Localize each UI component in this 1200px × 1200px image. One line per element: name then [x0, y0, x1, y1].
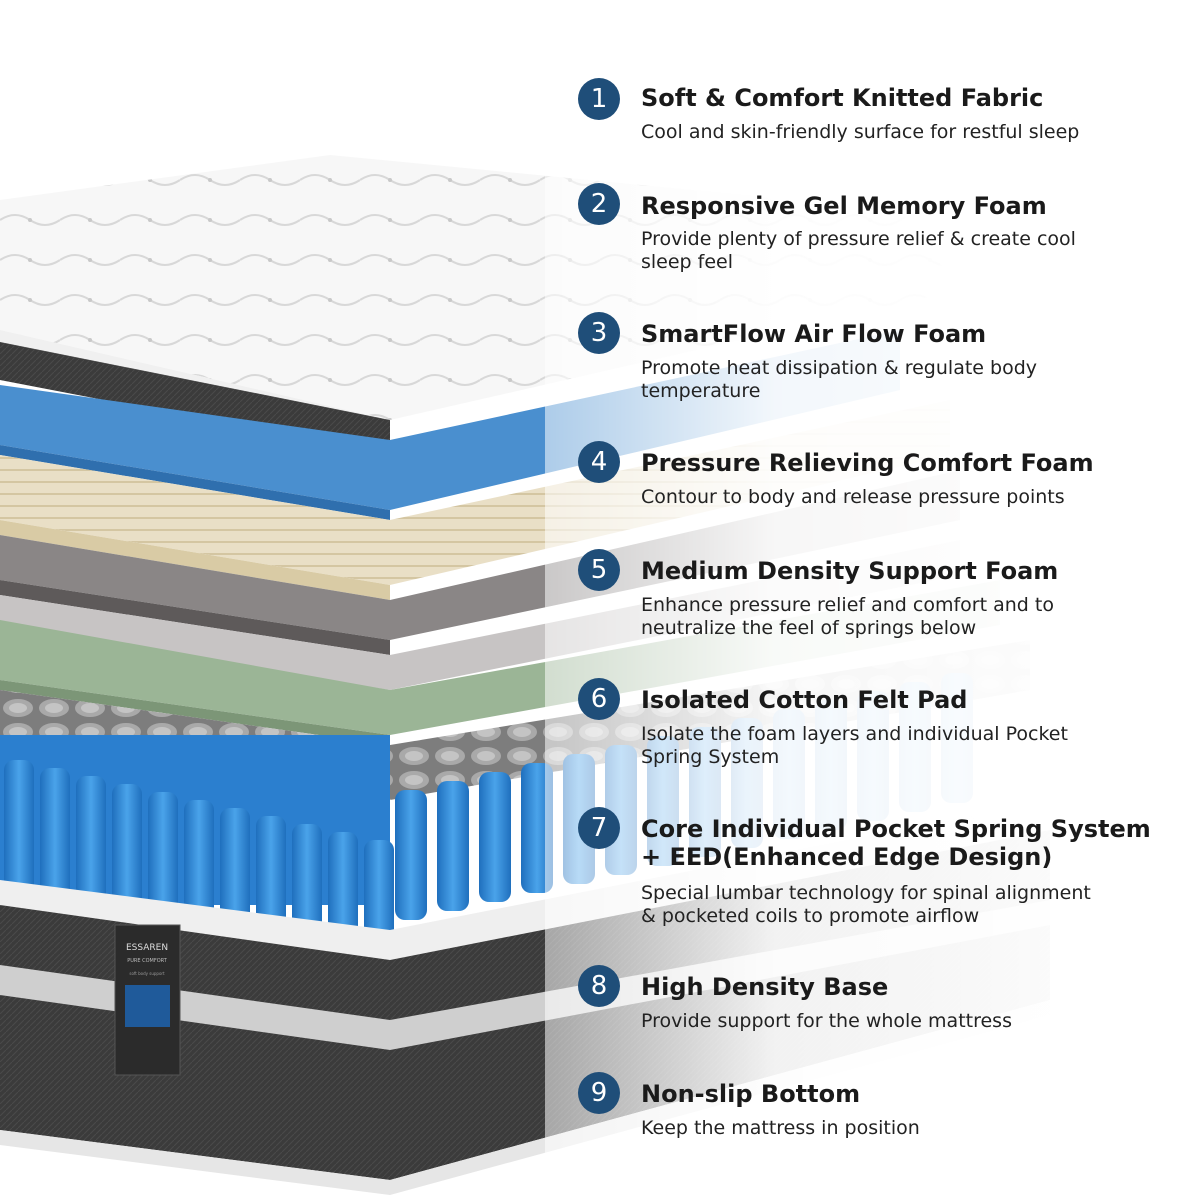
pocket-spring [328, 832, 358, 949]
pocket-spring [184, 800, 214, 925]
feature-title: Isolated Cotton Felt Pad [641, 686, 968, 714]
pocket-spring [76, 776, 106, 907]
base-fabric [0, 905, 390, 1180]
brand-label: ESSAREN PURE COMFORT soft body support [114, 924, 181, 1076]
support-foam-layer [0, 540, 960, 690]
feature-desc: Contour to body and release pressure poi… [641, 486, 1065, 508]
feature-desc: Enhance pressure relief and comfort and … [641, 594, 1054, 639]
high-density-base [0, 800, 1050, 960]
pocket-spring [479, 772, 511, 902]
pocket-spring [256, 816, 286, 937]
feature-desc: Special lumbar technology for spinal ali… [641, 882, 1091, 927]
brand-logo-text: ESSAREN [126, 943, 168, 953]
number-badge-icon: 3 [578, 312, 620, 354]
number-badge-icon: 7 [578, 807, 620, 849]
number-badge-icon: 2 [578, 183, 620, 225]
feature-title: Pressure Relieving Comfort Foam [641, 449, 1094, 477]
feature-desc: Cool and skin-friendly surface for restf… [641, 121, 1080, 143]
brand-badge-icon [125, 985, 170, 1027]
number-badge-icon: 4 [578, 441, 620, 483]
pocket-spring [220, 808, 250, 931]
base-stripe [0, 965, 390, 1050]
number-badge-icon: 8 [578, 965, 620, 1007]
feature-title: High Density Base [641, 973, 889, 1001]
number-badge-icon: 1 [578, 78, 620, 120]
feature-title: Non-slip Bottom [641, 1080, 861, 1108]
pocket-spring [40, 768, 70, 901]
pocket-spring [148, 792, 178, 919]
brand-tag-text: soft body support [129, 971, 165, 976]
feature-title: Soft & Comfort Knitted Fabric [641, 84, 1044, 112]
cotton-felt-pad-layer [0, 580, 1000, 735]
brand-sub-text: PURE COMFORT [127, 958, 168, 964]
non-slip-bottom [0, 1000, 1050, 1195]
comfort-foam-layer [0, 470, 960, 640]
airflow-foam-layer [0, 400, 950, 585]
feature-title: Medium Density Support Foam [641, 557, 1059, 585]
feature-title: Core Individual Pocket Spring System + E… [641, 815, 1151, 871]
pocket-spring [395, 790, 427, 920]
pocket-spring [4, 760, 34, 895]
pocket-spring [292, 824, 322, 943]
feature-title: SmartFlow Air Flow Foam [641, 320, 987, 348]
number-badge-icon: 9 [578, 1072, 620, 1114]
feature-desc: Provide plenty of pressure relief & crea… [641, 228, 1076, 273]
feature-list: 1 Soft & Comfort Knitted Fabric Cool and… [560, 0, 1200, 1200]
feature-desc: Keep the mattress in position [641, 1117, 920, 1139]
number-badge-icon: 5 [578, 549, 620, 591]
feature-desc: Isolate the foam layers and individual P… [641, 723, 1068, 768]
feature-title: Responsive Gel Memory Foam [641, 192, 1047, 220]
pocket-spring [437, 781, 469, 911]
number-badge-icon: 6 [578, 678, 620, 720]
feature-desc: Promote heat dissipation & regulate body… [641, 357, 1038, 402]
pocket-spring [364, 840, 394, 955]
gel-memory-foam-layer [0, 330, 900, 510]
feature-desc: Provide support for the whole mattress [641, 1010, 1012, 1032]
pocket-spring [112, 784, 142, 913]
